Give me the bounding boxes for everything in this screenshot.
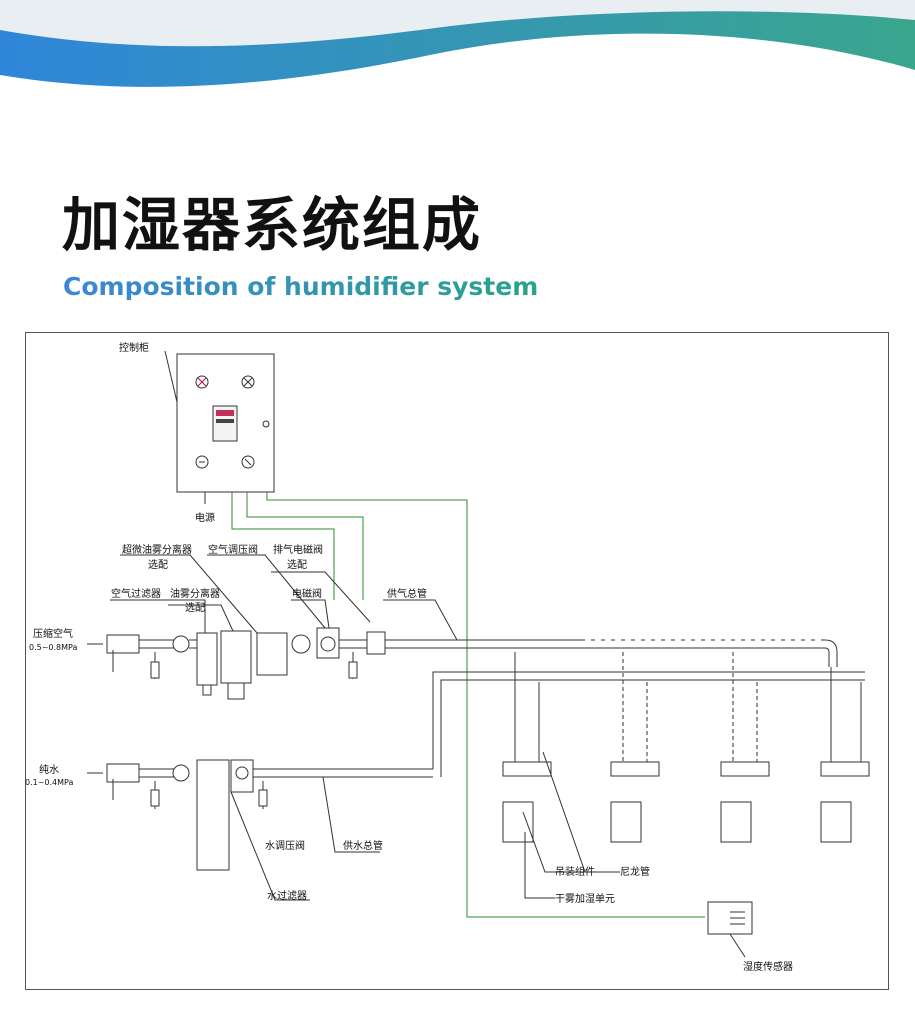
dry-fog-unit-4 — [820, 667, 870, 843]
dry-fog-unit-1 — [502, 652, 552, 843]
water-main-line — [87, 671, 865, 871]
page-title: 加湿器系统组成 — [62, 191, 483, 259]
air-filter-body — [196, 632, 218, 686]
wave-graphic — [0, 0, 915, 87]
label-solenoid-valve: 电磁阀 — [292, 587, 322, 600]
compressed-air-line — [87, 627, 838, 700]
system-diagram: 控制柜 电源 — [25, 332, 889, 990]
label-air-pressure: 0.5~0.8MPa — [29, 643, 78, 652]
leader-line — [164, 350, 178, 403]
label-ultra-oil-mist: 超微油雾分离器 — [122, 543, 192, 556]
label-water-regulator: 水调压阀 — [265, 839, 305, 852]
label-hanging-assembly: 吊装组件 — [555, 865, 595, 878]
label-water-pressure: 0.1~0.4MPa — [25, 778, 74, 787]
diagram-frame — [25, 332, 889, 990]
label-pure-water: 纯水 — [39, 763, 59, 776]
label-nylon-tube: 尼龙管 — [620, 865, 650, 878]
ultra-oil-mist-body — [256, 632, 288, 676]
label-humidity-sensor: 湿度传感器 — [743, 960, 793, 973]
label-optional-3: 选配 — [185, 601, 205, 614]
regulator-body — [316, 627, 340, 659]
water-filter-body — [196, 759, 230, 871]
label-compressed-air: 压缩空气 — [33, 627, 73, 640]
label-water-main: 供水总管 — [343, 839, 383, 852]
page-subtitle: Composition of humidifier system — [63, 272, 539, 301]
label-exhaust-solenoid: 排气电磁阀 — [273, 543, 323, 556]
oil-mist-body — [220, 630, 252, 684]
label-power: 电源 — [195, 511, 215, 524]
label-optional-2: 选配 — [287, 558, 307, 571]
label-air-regulator: 空气调压阀 — [208, 543, 258, 556]
label-control-cabinet: 控制柜 — [119, 341, 149, 354]
leader-lines — [110, 554, 620, 901]
label-optional-1: 选配 — [148, 558, 168, 571]
label-water-filter: 水过滤器 — [267, 889, 307, 902]
control-cabinet — [176, 353, 275, 493]
signal-wires — [231, 492, 705, 918]
label-air-filter: 空气过滤器 — [111, 587, 161, 600]
header-banner — [0, 0, 915, 110]
label-dry-fog-unit: 干雾加湿单元 — [555, 893, 615, 905]
dry-fog-unit-2 — [610, 652, 660, 843]
water-regulator-body — [230, 759, 254, 793]
dry-fog-unit-3 — [720, 652, 770, 843]
label-oil-mist: 油雾分离器 — [170, 587, 220, 600]
label-air-main: 供气总管 — [387, 587, 427, 600]
